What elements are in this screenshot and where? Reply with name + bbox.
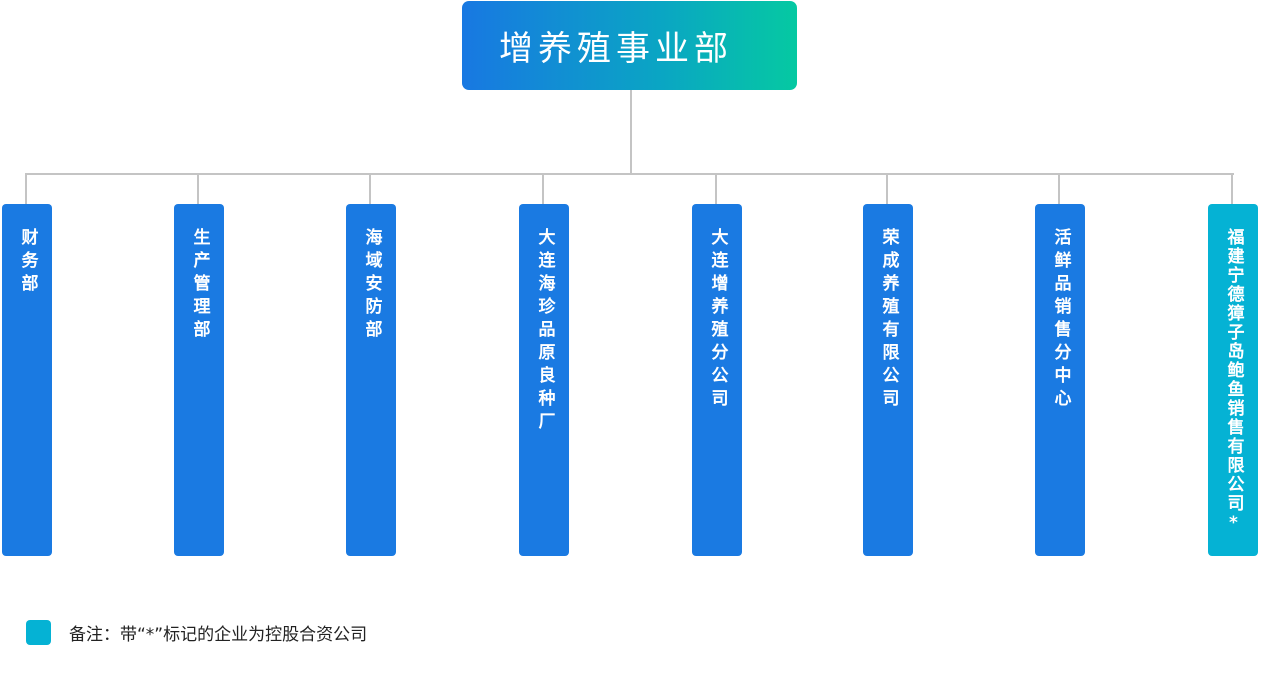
child-label: 海域安防部 — [361, 228, 382, 343]
branch-connector — [1231, 174, 1233, 204]
branch-connector — [542, 174, 544, 204]
child-node-sea-security: 海域安防部 — [346, 204, 396, 556]
legend-text: 备注：带“*”标记的企业为控股合资公司 — [69, 625, 368, 645]
branch-connector — [1058, 174, 1060, 204]
child-node-finance: 财务部 — [2, 204, 52, 556]
root-connector — [630, 90, 632, 174]
branch-connector — [715, 174, 717, 204]
child-node-seed-farm: 大连海珍品原良种厂 — [519, 204, 569, 556]
child-label: 财务部 — [17, 228, 38, 297]
child-node-production-management: 生产管理部 — [174, 204, 224, 556]
child-node-rongcheng-company: 荣成养殖有限公司 — [863, 204, 913, 556]
child-node-fujian-abalone-jv: 福建宁德獐子岛鲍鱼销售有限公司* — [1208, 204, 1258, 556]
legend-swatch — [26, 620, 51, 645]
root-node: 增养殖事业部 — [462, 1, 797, 90]
child-label: 活鲜品销售分中心 — [1050, 228, 1071, 412]
child-label: 荣成养殖有限公司 — [878, 228, 899, 412]
branch-connector — [197, 174, 199, 204]
branch-connector — [25, 174, 27, 204]
horizontal-connector — [25, 173, 1234, 175]
child-label: 福建宁德獐子岛鲍鱼销售有限公司* — [1223, 228, 1244, 535]
branch-connector — [886, 174, 888, 204]
branch-connector — [369, 174, 371, 204]
child-label: 大连海珍品原良种厂 — [534, 228, 555, 435]
child-node-live-sales-center: 活鲜品销售分中心 — [1035, 204, 1085, 556]
legend: 备注：带“*”标记的企业为控股合资公司 — [26, 620, 367, 645]
root-title: 增养殖事业部 — [499, 29, 733, 69]
child-label: 大连增养殖分公司 — [707, 228, 728, 412]
child-label: 生产管理部 — [189, 228, 210, 343]
child-node-dalian-branch: 大连增养殖分公司 — [692, 204, 742, 556]
